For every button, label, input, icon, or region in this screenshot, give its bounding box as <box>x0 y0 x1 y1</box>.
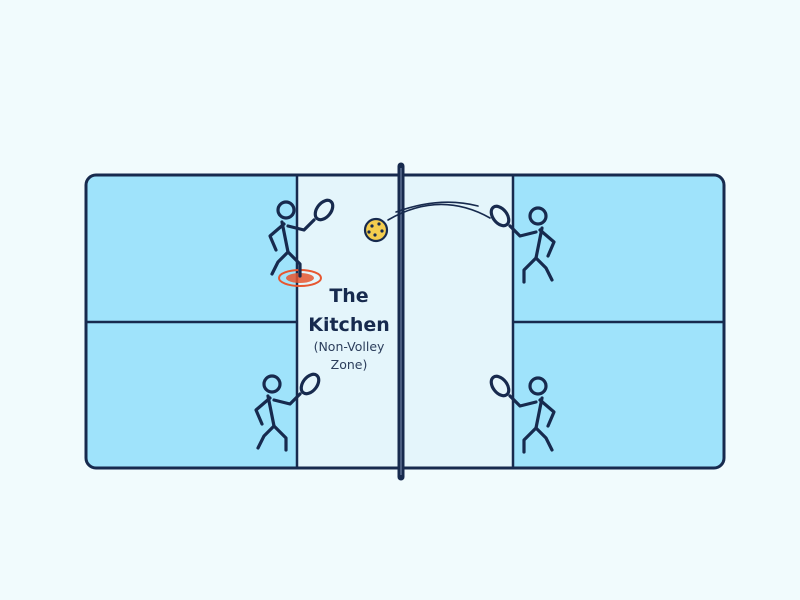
kitchen-zone-right <box>401 176 513 467</box>
kitchen-title-line1: The <box>329 285 368 307</box>
kitchen-label: The Kitchen (Non-Volley Zone) <box>308 285 390 372</box>
kitchen-subtitle-line2: Zone) <box>331 357 368 372</box>
pickleball-icon <box>363 217 389 243</box>
ball-trajectory <box>387 201 491 221</box>
kitchen-subtitle-line1: (Non-Volley <box>314 339 385 354</box>
kitchen-title-line2: Kitchen <box>308 314 390 336</box>
